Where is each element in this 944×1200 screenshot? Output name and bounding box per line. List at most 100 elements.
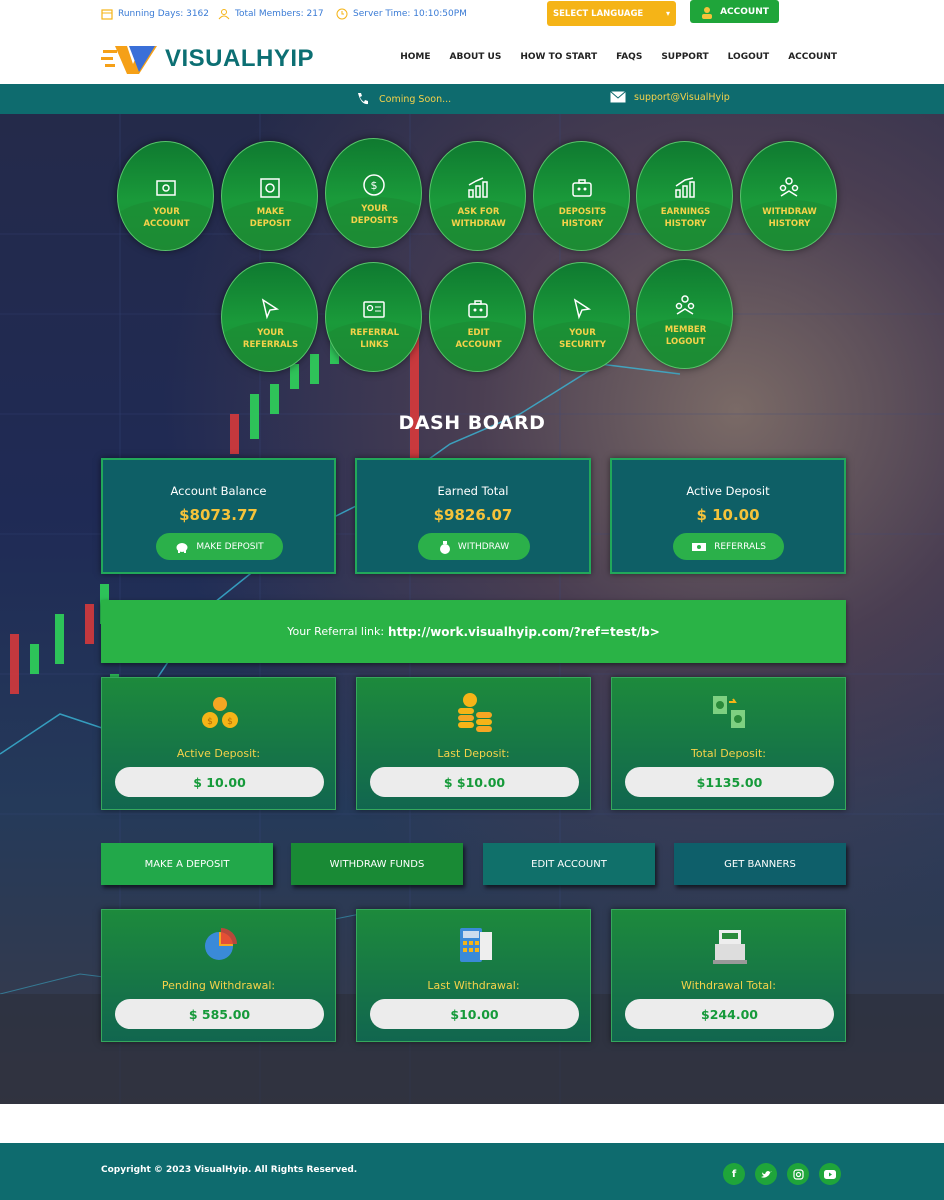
card-value: $8073.77	[179, 506, 258, 524]
menu-label: YOUR SECURITY	[534, 327, 629, 351]
footer: Copyright © 2023 VisualHyip. All Rights …	[0, 1143, 944, 1200]
menu-your-security[interactable]: YOUR SECURITY	[533, 262, 630, 372]
account-icon	[156, 180, 176, 196]
server-time: Server Time: 10:10:50PM	[336, 8, 467, 20]
instagram-icon[interactable]	[787, 1163, 809, 1185]
stat-value: $10.00	[370, 999, 579, 1029]
briefcase-icon	[468, 300, 488, 318]
menu-label-line1: YOUR	[153, 207, 180, 217]
card-value: $ 10.00	[696, 506, 760, 524]
top-bar: Running Days: 3162 Total Members: 217 Se…	[0, 0, 944, 34]
twitter-icon[interactable]	[755, 1163, 777, 1185]
mail-icon	[610, 91, 626, 103]
nav-account[interactable]: ACCOUNT	[788, 52, 837, 62]
cash-icon	[692, 542, 707, 551]
stat-label: Active Deposit:	[176, 747, 261, 760]
svg-text:$: $	[207, 717, 213, 727]
stat-label: Withdrawal Total:	[681, 979, 776, 992]
pie-chart-icon	[205, 928, 237, 960]
get-banners-button[interactable]: GET BANNERS	[674, 843, 846, 885]
nav-how-to-start[interactable]: HOW TO START	[520, 52, 598, 62]
stat-label: Last Withdrawal:	[427, 979, 520, 992]
stat-value: $ 10.00	[115, 767, 324, 797]
edit-account-button[interactable]: EDIT ACCOUNT	[483, 843, 655, 885]
menu-label-line2: DEPOSITS	[350, 216, 399, 226]
svg-text:$: $	[227, 717, 233, 727]
make-deposit-button[interactable]: MAKE DEPOSIT	[156, 533, 283, 560]
cursor-icon	[261, 298, 280, 320]
circle-wave	[222, 321, 317, 371]
email-info: support@VisualHyip	[610, 91, 730, 103]
language-select[interactable]: SELECT LANGUAGE ▾	[547, 1, 676, 26]
account-button[interactable]: ACCOUNT	[690, 0, 779, 23]
account-balance-card: Account Balance $8073.77 MAKE DEPOSIT	[101, 458, 336, 574]
make-a-deposit-button[interactable]: MAKE A DEPOSIT	[101, 843, 273, 885]
user-icon	[702, 6, 713, 19]
active-deposit-stat: $ $ Active Deposit: $ 10.00	[101, 677, 336, 810]
nav-support[interactable]: SUPPORT	[661, 52, 709, 62]
logo[interactable]: VISUALHYIP	[101, 42, 314, 76]
nav-home[interactable]: HOME	[400, 52, 431, 62]
circle-wave	[430, 321, 525, 371]
referrals-button[interactable]: REFERRALS	[673, 533, 784, 560]
nav-faqs[interactable]: FAQS	[616, 52, 643, 62]
circle-wave	[534, 321, 629, 371]
money-bag-icon	[439, 540, 450, 554]
menu-label-line1: YOUR	[569, 328, 596, 338]
pill-label: MAKE DEPOSIT	[196, 541, 264, 552]
youtube-icon[interactable]	[819, 1163, 841, 1185]
facebook-icon[interactable]: f	[723, 1163, 745, 1185]
withdraw-funds-button[interactable]: WITHDRAW FUNDS	[291, 843, 463, 885]
running-days-text: Running Days: 3162	[118, 9, 209, 19]
facebook-glyph: f	[731, 1168, 737, 1180]
stat-value: $ 585.00	[115, 999, 324, 1029]
referral-link-bar: Your Referral link: http://work.visualhy…	[101, 600, 846, 663]
email-link[interactable]: support@VisualHyip	[634, 91, 730, 103]
total-members-text: Total Members: 217	[235, 9, 324, 19]
money-exchange-icon	[713, 696, 745, 728]
instagram-camera-icon	[792, 1168, 804, 1180]
withdraw-button[interactable]: WITHDRAW	[418, 533, 530, 560]
phone-text: Coming Soon...	[379, 93, 452, 105]
referral-link[interactable]: http://work.visualhyip.com/?ref=test/b>	[388, 624, 660, 639]
nav-logout[interactable]: LOGOUT	[727, 52, 770, 62]
cursor-icon	[573, 298, 592, 320]
coins-icon: $ $	[202, 697, 238, 728]
youtube-play-icon	[824, 1169, 836, 1179]
stat-value: $244.00	[625, 999, 834, 1029]
circle-wave	[534, 200, 629, 250]
menu-label-line2: SECURITY	[559, 340, 606, 350]
menu-label-line2: REFERRALS	[242, 340, 299, 350]
card-title: Account Balance	[170, 484, 267, 498]
bar-chart-icon	[468, 177, 488, 198]
last-withdrawal-stat: Last Withdrawal: $10.00	[356, 909, 591, 1042]
menu-label-line2: HISTORY	[561, 219, 604, 229]
pill-label: REFERRALS	[714, 541, 766, 552]
menu-label-line2: ACCOUNT	[455, 340, 502, 350]
circle-wave	[741, 200, 836, 250]
phone-icon	[358, 93, 368, 105]
users-icon	[218, 9, 230, 20]
network-icon	[675, 295, 695, 315]
menu-label-line1: MEMBER	[664, 325, 707, 335]
nav-about-us[interactable]: ABOUT US	[449, 52, 502, 62]
svg-text:$: $	[371, 179, 378, 192]
